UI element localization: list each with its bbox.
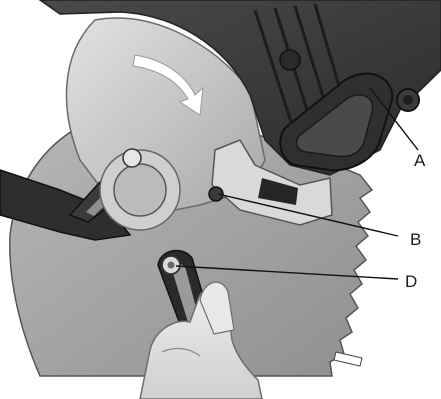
arbor-hub-inner bbox=[114, 164, 166, 216]
housing-screw bbox=[280, 50, 300, 70]
bolt-d-center bbox=[168, 262, 175, 269]
blade-slot bbox=[334, 352, 362, 366]
housing-knob-center bbox=[403, 95, 413, 105]
arbor-bolt bbox=[123, 149, 141, 167]
callout-label-a: A bbox=[414, 151, 426, 170]
callout-label-b: B bbox=[410, 230, 421, 249]
callout-label-d: D bbox=[405, 272, 417, 291]
